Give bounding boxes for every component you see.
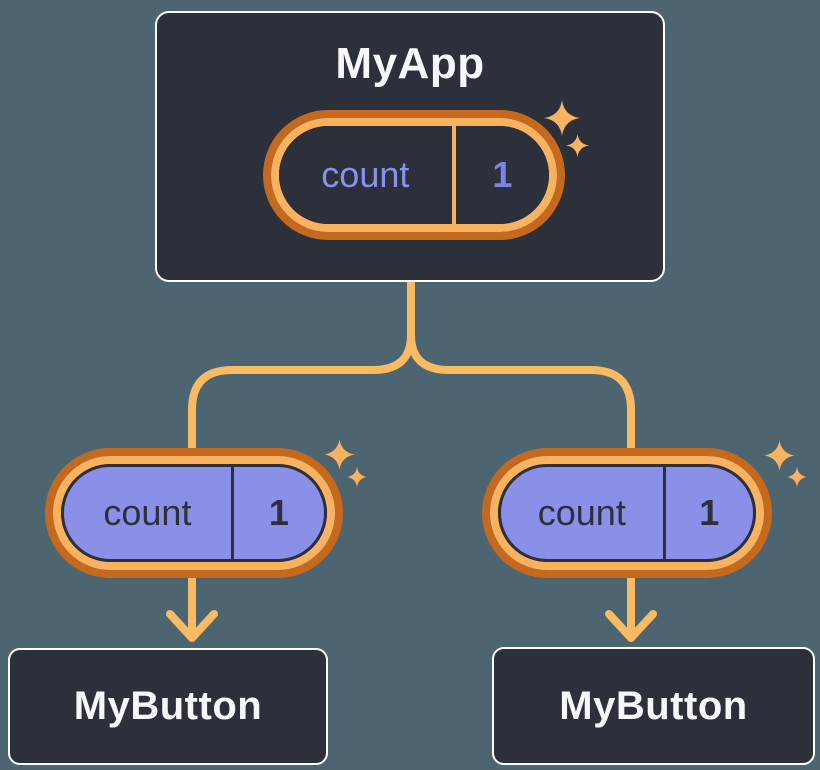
state-value-label: 1 — [492, 154, 513, 195]
prop-pill-right: count 1 — [482, 448, 772, 578]
mybutton-node-right: MyButton — [492, 647, 815, 765]
sparkle-icon-small — [347, 467, 367, 487]
state-pill-content: count 1 — [279, 126, 549, 224]
mybutton-node-left: MyButton — [8, 648, 328, 765]
connector-right-branch — [407, 279, 635, 636]
pill-divider — [230, 467, 234, 559]
state-name-label: count — [321, 154, 410, 195]
sparkle-icon-small — [787, 467, 807, 487]
prop-pill-left: count 1 — [45, 448, 343, 578]
sparkle-icon-large — [544, 100, 580, 136]
arrow-down-left-icon — [166, 610, 218, 642]
myapp-node-title: MyApp — [335, 39, 485, 88]
sparkle-icon-large — [764, 440, 795, 471]
arrow-down-right-icon — [605, 610, 657, 642]
prop-pill-content: count 1 — [498, 464, 756, 562]
pill-divider — [662, 467, 666, 559]
state-pill-inner-ring: count 1 — [271, 118, 557, 232]
prop-pill-inner-ring: count 1 — [490, 456, 764, 570]
prop-name-label: count — [103, 492, 192, 533]
mybutton-node-label: MyButton — [559, 683, 748, 728]
pill-divider — [451, 126, 456, 224]
connector-left-branch — [188, 279, 415, 636]
prop-value-label: 1 — [268, 492, 289, 533]
prop-pill-inner-ring: count 1 — [53, 456, 335, 570]
prop-pill-content: count 1 — [61, 464, 327, 562]
state-pill-myapp: count 1 — [263, 110, 565, 240]
prop-value-label: 1 — [699, 492, 720, 533]
mybutton-node-label: MyButton — [73, 684, 263, 728]
prop-name-label: count — [537, 492, 626, 533]
sparkle-icon-large — [324, 439, 355, 470]
sparkle-icon-small — [566, 134, 589, 157]
